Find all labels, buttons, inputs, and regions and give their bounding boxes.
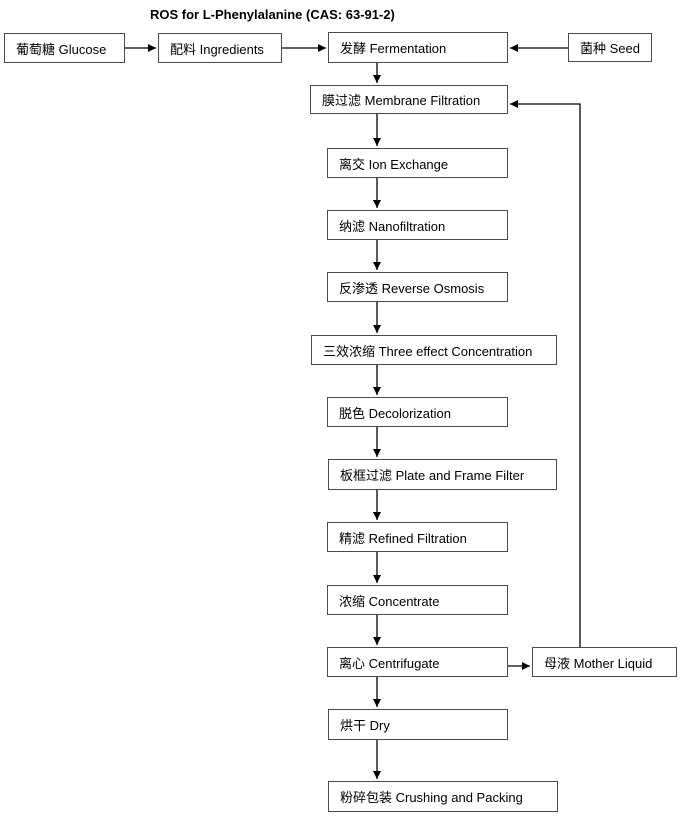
node-label: 发酵 Fermentation bbox=[340, 41, 447, 56]
diagram-title: ROS for L-Phenylalanine (CAS: 63-91-2) bbox=[150, 7, 395, 22]
node-three-effect-concentration: 三效浓缩 Three effect Concentration bbox=[311, 335, 557, 365]
node-refined-filtration: 精滤 Refined Filtration bbox=[327, 522, 508, 552]
node-label: 葡萄糖 Glucose bbox=[16, 41, 107, 57]
node-label: 离交 Ion Exchange bbox=[339, 156, 449, 172]
node-mother-liquid: 母液 Mother Liquid bbox=[532, 647, 677, 677]
node-label: 三效浓缩 Three effect Concentration bbox=[323, 343, 533, 359]
node-label: 反渗透 Reverse Osmosis bbox=[339, 280, 485, 296]
node-concentrate: 浓缩 Concentrate bbox=[327, 585, 508, 615]
node-decolorization: 脱色 Decolorization bbox=[327, 397, 508, 427]
node-dry: 烘干 Dry bbox=[328, 709, 508, 740]
node-label: 离心 Centrifugate bbox=[339, 655, 440, 671]
node-glucose: 葡萄糖 Glucose bbox=[4, 33, 125, 63]
node-label: 母液 Mother Liquid bbox=[544, 655, 653, 671]
node-plate-and-frame-filter: 板框过滤 Plate and Frame Filter bbox=[328, 459, 557, 490]
node-ion-exchange: 离交 Ion Exchange bbox=[327, 148, 508, 178]
node-seed: 菌种 Seed bbox=[568, 33, 652, 62]
node-label: 膜过滤 Membrane Filtration bbox=[322, 93, 481, 108]
node-nanofiltration: 纳滤 Nanofiltration bbox=[327, 210, 508, 240]
node-reverse-osmosis: 反渗透 Reverse Osmosis bbox=[327, 272, 508, 302]
node-label: 浓缩 Concentrate bbox=[339, 593, 440, 609]
node-label: 板框过滤 Plate and Frame Filter bbox=[340, 468, 525, 483]
node-label: 配料 Ingredients bbox=[170, 41, 264, 57]
node-label: 脱色 Decolorization bbox=[339, 405, 451, 421]
node-label: 菌种 Seed bbox=[580, 41, 640, 56]
node-label: 烘干 Dry bbox=[340, 718, 390, 733]
node-ingredients: 配料 Ingredients bbox=[158, 33, 282, 63]
node-label: 精滤 Refined Filtration bbox=[339, 530, 467, 546]
node-fermentation: 发酵 Fermentation bbox=[328, 32, 508, 63]
node-label: 粉碎包装 Crushing and Packing bbox=[340, 790, 523, 805]
node-label: 纳滤 Nanofiltration bbox=[339, 218, 446, 234]
node-crushing-and-packing: 粉碎包装 Crushing and Packing bbox=[328, 781, 558, 812]
edge-motherliquid-membrane-loop bbox=[510, 100, 581, 647]
node-membrane-filtration: 膜过滤 Membrane Filtration bbox=[310, 85, 508, 114]
node-centrifugate: 离心 Centrifugate bbox=[327, 647, 508, 677]
